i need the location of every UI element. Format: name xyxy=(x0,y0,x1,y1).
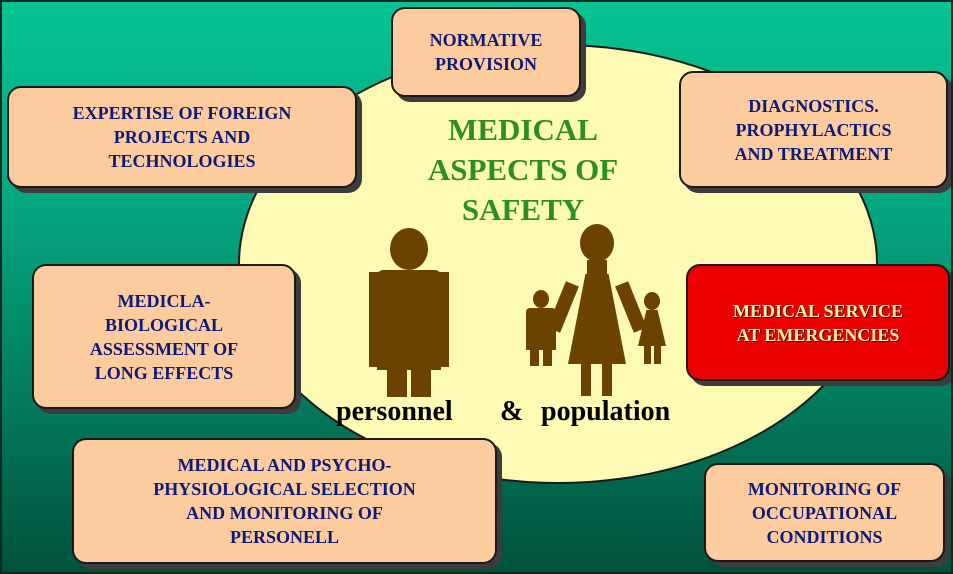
caption-ampersand: & xyxy=(500,396,524,427)
box-normative-provision: NORMATIVE PROVISION xyxy=(391,7,581,97)
central-title: MEDICAL ASPECTS OF SAFETY xyxy=(427,112,619,227)
caption-population: population xyxy=(541,396,671,427)
box-occupational-conditions: MONITORING OF OCCUPATIONAL CONDITIONS xyxy=(704,463,945,562)
box-medical-service-emergencies: MEDICAL SERVICE AT EMERGENCIES xyxy=(686,264,950,381)
box-expertise-foreign-projects: EXPERTISE OF FOREIGN PROJECTS AND TECHNO… xyxy=(7,86,357,188)
box-biological-assessment: MEDICLA- BIOLOGICAL ASSESSMENT OF LONG E… xyxy=(32,264,296,409)
box-diagnostics: DIAGNOSTICS. PROPHYLACTICS AND TREATMENT xyxy=(679,71,948,188)
caption-personnel: personnel xyxy=(336,396,453,427)
box-psychophysiological-selection: MEDICAL AND PSYCHO- PHYSIOLOGICAL SELECT… xyxy=(72,438,497,564)
